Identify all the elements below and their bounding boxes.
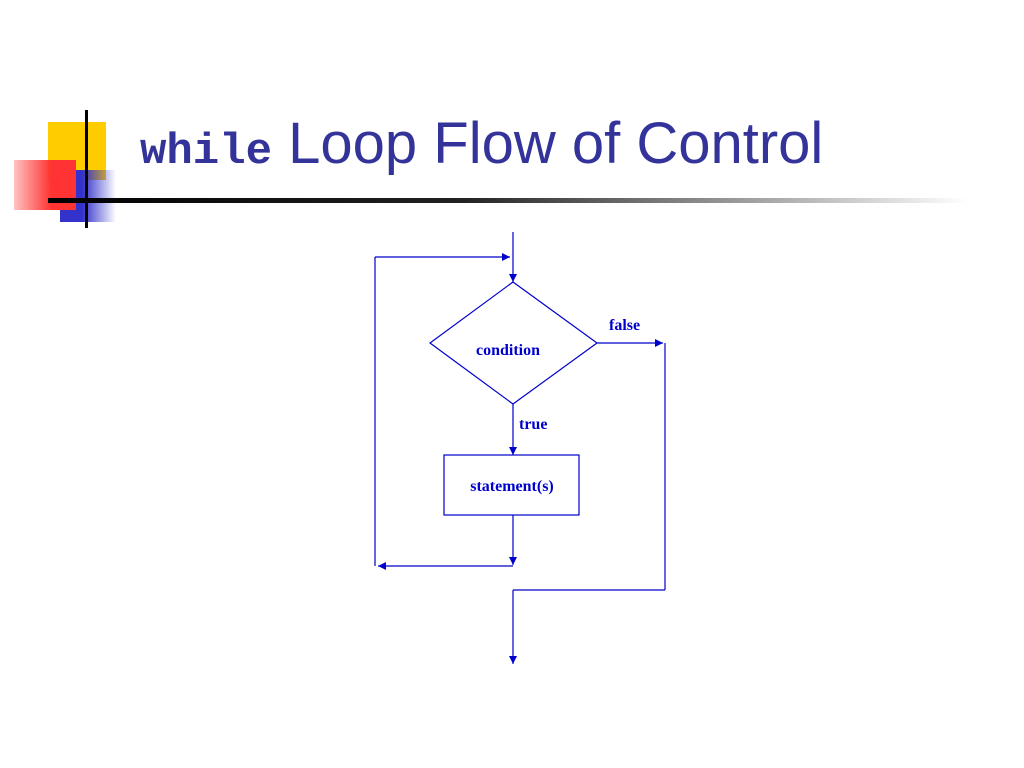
decorative-vertical-line: [85, 110, 88, 228]
statement-label: statement(s): [470, 478, 554, 495]
statement-box: [443, 454, 580, 516]
title-code-keyword: while: [140, 127, 273, 177]
false-label: false: [609, 317, 640, 334]
true-label: true: [519, 416, 547, 433]
slide-title: while Loop Flow of Control: [140, 108, 823, 180]
condition-label: condition: [476, 342, 540, 359]
title-text: Loop Flow of Control: [272, 111, 824, 176]
title-underline: [48, 198, 968, 203]
